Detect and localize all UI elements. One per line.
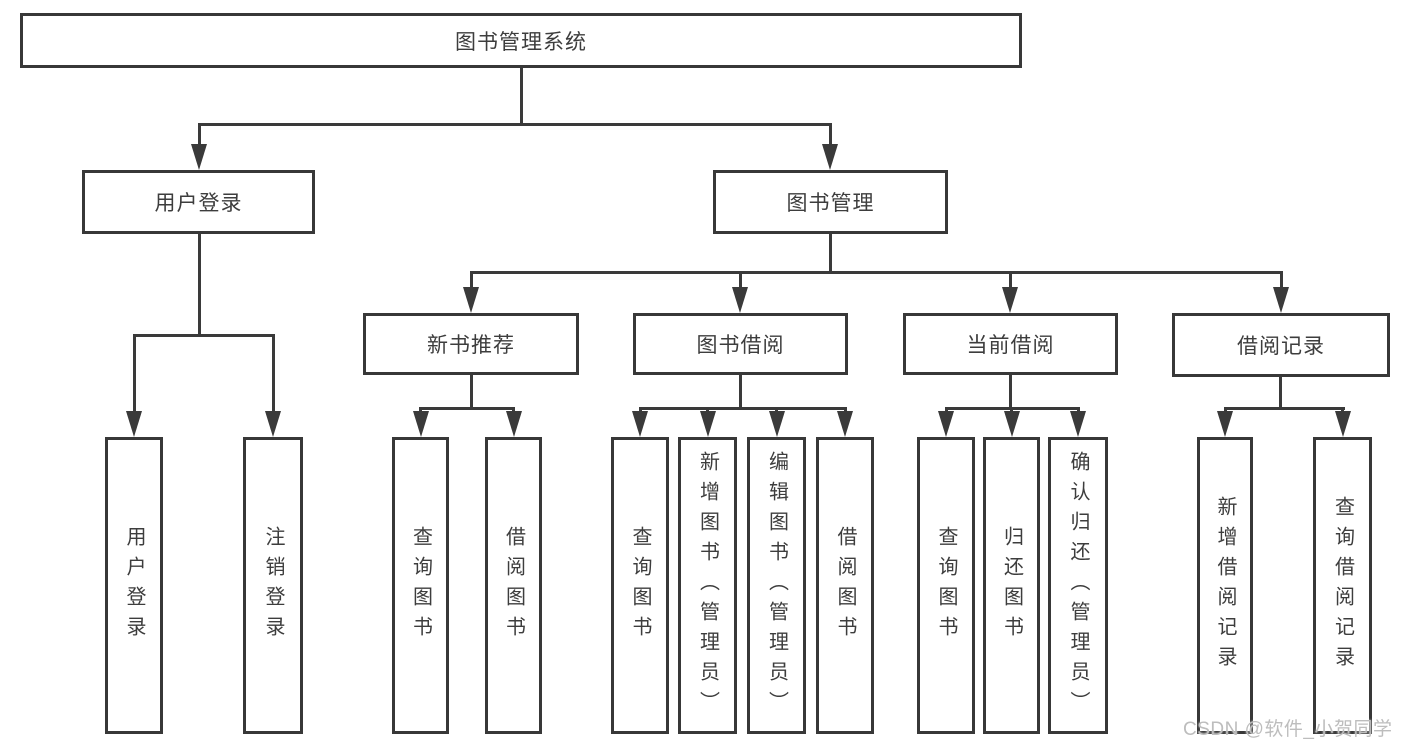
node-label: 新增借阅记录	[1214, 495, 1236, 676]
node-user-login: 用户登录	[82, 170, 315, 234]
leaf-borrow-books-borrowing: 借阅图书	[816, 437, 874, 734]
connector-line	[738, 272, 742, 289]
node-book-borrowing: 图书借阅	[633, 313, 848, 375]
connector-line	[469, 270, 1283, 274]
leaf-user-login: 用户登录	[105, 437, 163, 734]
arrow-down-icon	[938, 411, 954, 437]
node-label: 新增图书（管理员）	[696, 450, 719, 721]
node-label: 当前借阅	[966, 334, 1055, 357]
arrow-down-icon	[1334, 411, 1351, 437]
node-label: 注销登录	[262, 525, 284, 646]
leaf-query-books-borrowing: 查询图书	[611, 437, 669, 734]
node-label: 新书推荐	[427, 334, 515, 357]
node-label: 查询图书	[629, 525, 651, 646]
leaf-add-book-admin: 新增图书（管理员）	[678, 437, 737, 734]
node-label: 图书管理系统	[455, 30, 587, 54]
connector-line	[469, 375, 473, 408]
connector-line	[132, 335, 136, 413]
node-label: 图书管理	[786, 192, 875, 215]
arrow-down-icon	[699, 411, 716, 437]
arrow-down-icon	[412, 411, 429, 437]
arrow-down-icon	[822, 144, 838, 170]
connector-line	[828, 234, 832, 272]
arrow-down-icon	[1273, 287, 1289, 313]
connector-line	[638, 406, 847, 410]
node-borrowing-records: 借阅记录	[1172, 313, 1390, 377]
arrow-down-icon	[1217, 411, 1233, 437]
connector-line	[1008, 375, 1012, 408]
node-label: 查询图书	[935, 525, 957, 646]
node-label: 查询借阅记录	[1331, 495, 1354, 676]
node-root: 图书管理系统	[20, 13, 1022, 68]
arrow-down-icon	[505, 411, 522, 437]
connector-line	[469, 272, 473, 289]
node-label: 确认归还（管理员）	[1067, 450, 1089, 721]
connector-line	[738, 375, 742, 408]
connector-line	[197, 124, 201, 148]
connector-line	[828, 124, 832, 148]
leaf-query-books-current: 查询图书	[917, 437, 975, 734]
arrow-down-icon	[265, 411, 281, 437]
leaf-logout: 注销登录	[243, 437, 303, 734]
connector-line	[1279, 272, 1283, 289]
node-new-book-recommend: 新书推荐	[363, 313, 579, 375]
connector-line	[197, 234, 201, 335]
node-label: 归还图书	[1000, 525, 1023, 646]
arrow-down-icon	[1070, 411, 1086, 437]
node-label: 借阅图书	[502, 525, 525, 646]
connector-line	[519, 68, 523, 124]
node-current-borrowing: 当前借阅	[903, 313, 1118, 375]
arrow-down-icon	[732, 287, 748, 313]
arrow-down-icon	[126, 411, 142, 437]
leaf-query-books-recommend: 查询图书	[392, 437, 449, 734]
connector-line	[1278, 377, 1282, 408]
node-label: 用户登录	[123, 525, 145, 646]
node-label: 借阅图书	[834, 525, 856, 646]
node-label: 查询图书	[409, 525, 432, 646]
watermark-text: CSDN @软件_小贺同学	[1183, 719, 1393, 740]
leaf-return-books: 归还图书	[983, 437, 1040, 734]
leaf-borrow-books-recommend: 借阅图书	[485, 437, 542, 734]
arrow-down-icon	[837, 411, 853, 437]
leaf-add-borrow-record: 新增借阅记录	[1197, 437, 1253, 734]
arrow-down-icon	[768, 411, 785, 437]
arrow-down-icon	[632, 411, 648, 437]
leaf-edit-book-admin: 编辑图书（管理员）	[747, 437, 806, 734]
arrow-down-icon	[191, 144, 207, 170]
leaf-confirm-return-admin: 确认归还（管理员）	[1048, 437, 1108, 734]
connector-line	[197, 122, 832, 126]
connector-line	[271, 335, 275, 413]
node-label: 用户登录	[154, 192, 243, 215]
arrow-down-icon	[1003, 411, 1020, 437]
connector-line	[132, 333, 275, 337]
connector-line	[1223, 406, 1345, 410]
leaf-query-borrow-record: 查询借阅记录	[1313, 437, 1372, 734]
node-label: 图书借阅	[696, 334, 785, 357]
node-book-management: 图书管理	[713, 170, 948, 234]
node-label: 借阅记录	[1237, 335, 1325, 358]
arrow-down-icon	[1002, 287, 1018, 313]
connector-line	[419, 406, 515, 410]
arrow-down-icon	[463, 287, 479, 313]
connector-line	[1008, 272, 1012, 289]
node-label: 编辑图书（管理员）	[765, 450, 788, 721]
